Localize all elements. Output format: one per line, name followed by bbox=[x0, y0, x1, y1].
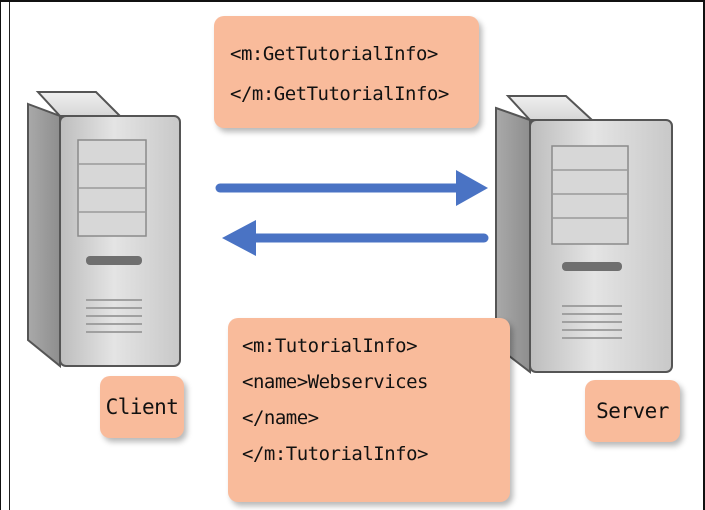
request-open-tag: <m:GetTutorialInfo> bbox=[230, 43, 438, 65]
request-message-note: <m:GetTutorialInfo> </m:GetTutorialInfo> bbox=[214, 16, 479, 128]
request-close-tag: </m:GetTutorialInfo> bbox=[230, 83, 449, 105]
client-label: Client bbox=[100, 376, 184, 438]
frame-top-border bbox=[0, 0, 705, 2]
response-message-note: <m:TutorialInfo> <name>Webservices </nam… bbox=[228, 318, 510, 502]
response-line: <name>Webservices bbox=[242, 371, 428, 393]
frame-left-border bbox=[0, 0, 1, 510]
response-line: </name> bbox=[242, 407, 319, 429]
server-label: Server bbox=[585, 380, 680, 442]
frame-right-border bbox=[703, 0, 705, 510]
frame-divider bbox=[0, 2, 10, 510]
request-arrow-icon bbox=[215, 170, 488, 206]
client-computer-icon bbox=[27, 91, 181, 369]
response-line: </m:TutorialInfo> bbox=[242, 443, 428, 465]
server-computer-icon bbox=[495, 95, 673, 375]
response-line: <m:TutorialInfo> bbox=[242, 335, 418, 357]
response-arrow-icon bbox=[222, 220, 489, 256]
